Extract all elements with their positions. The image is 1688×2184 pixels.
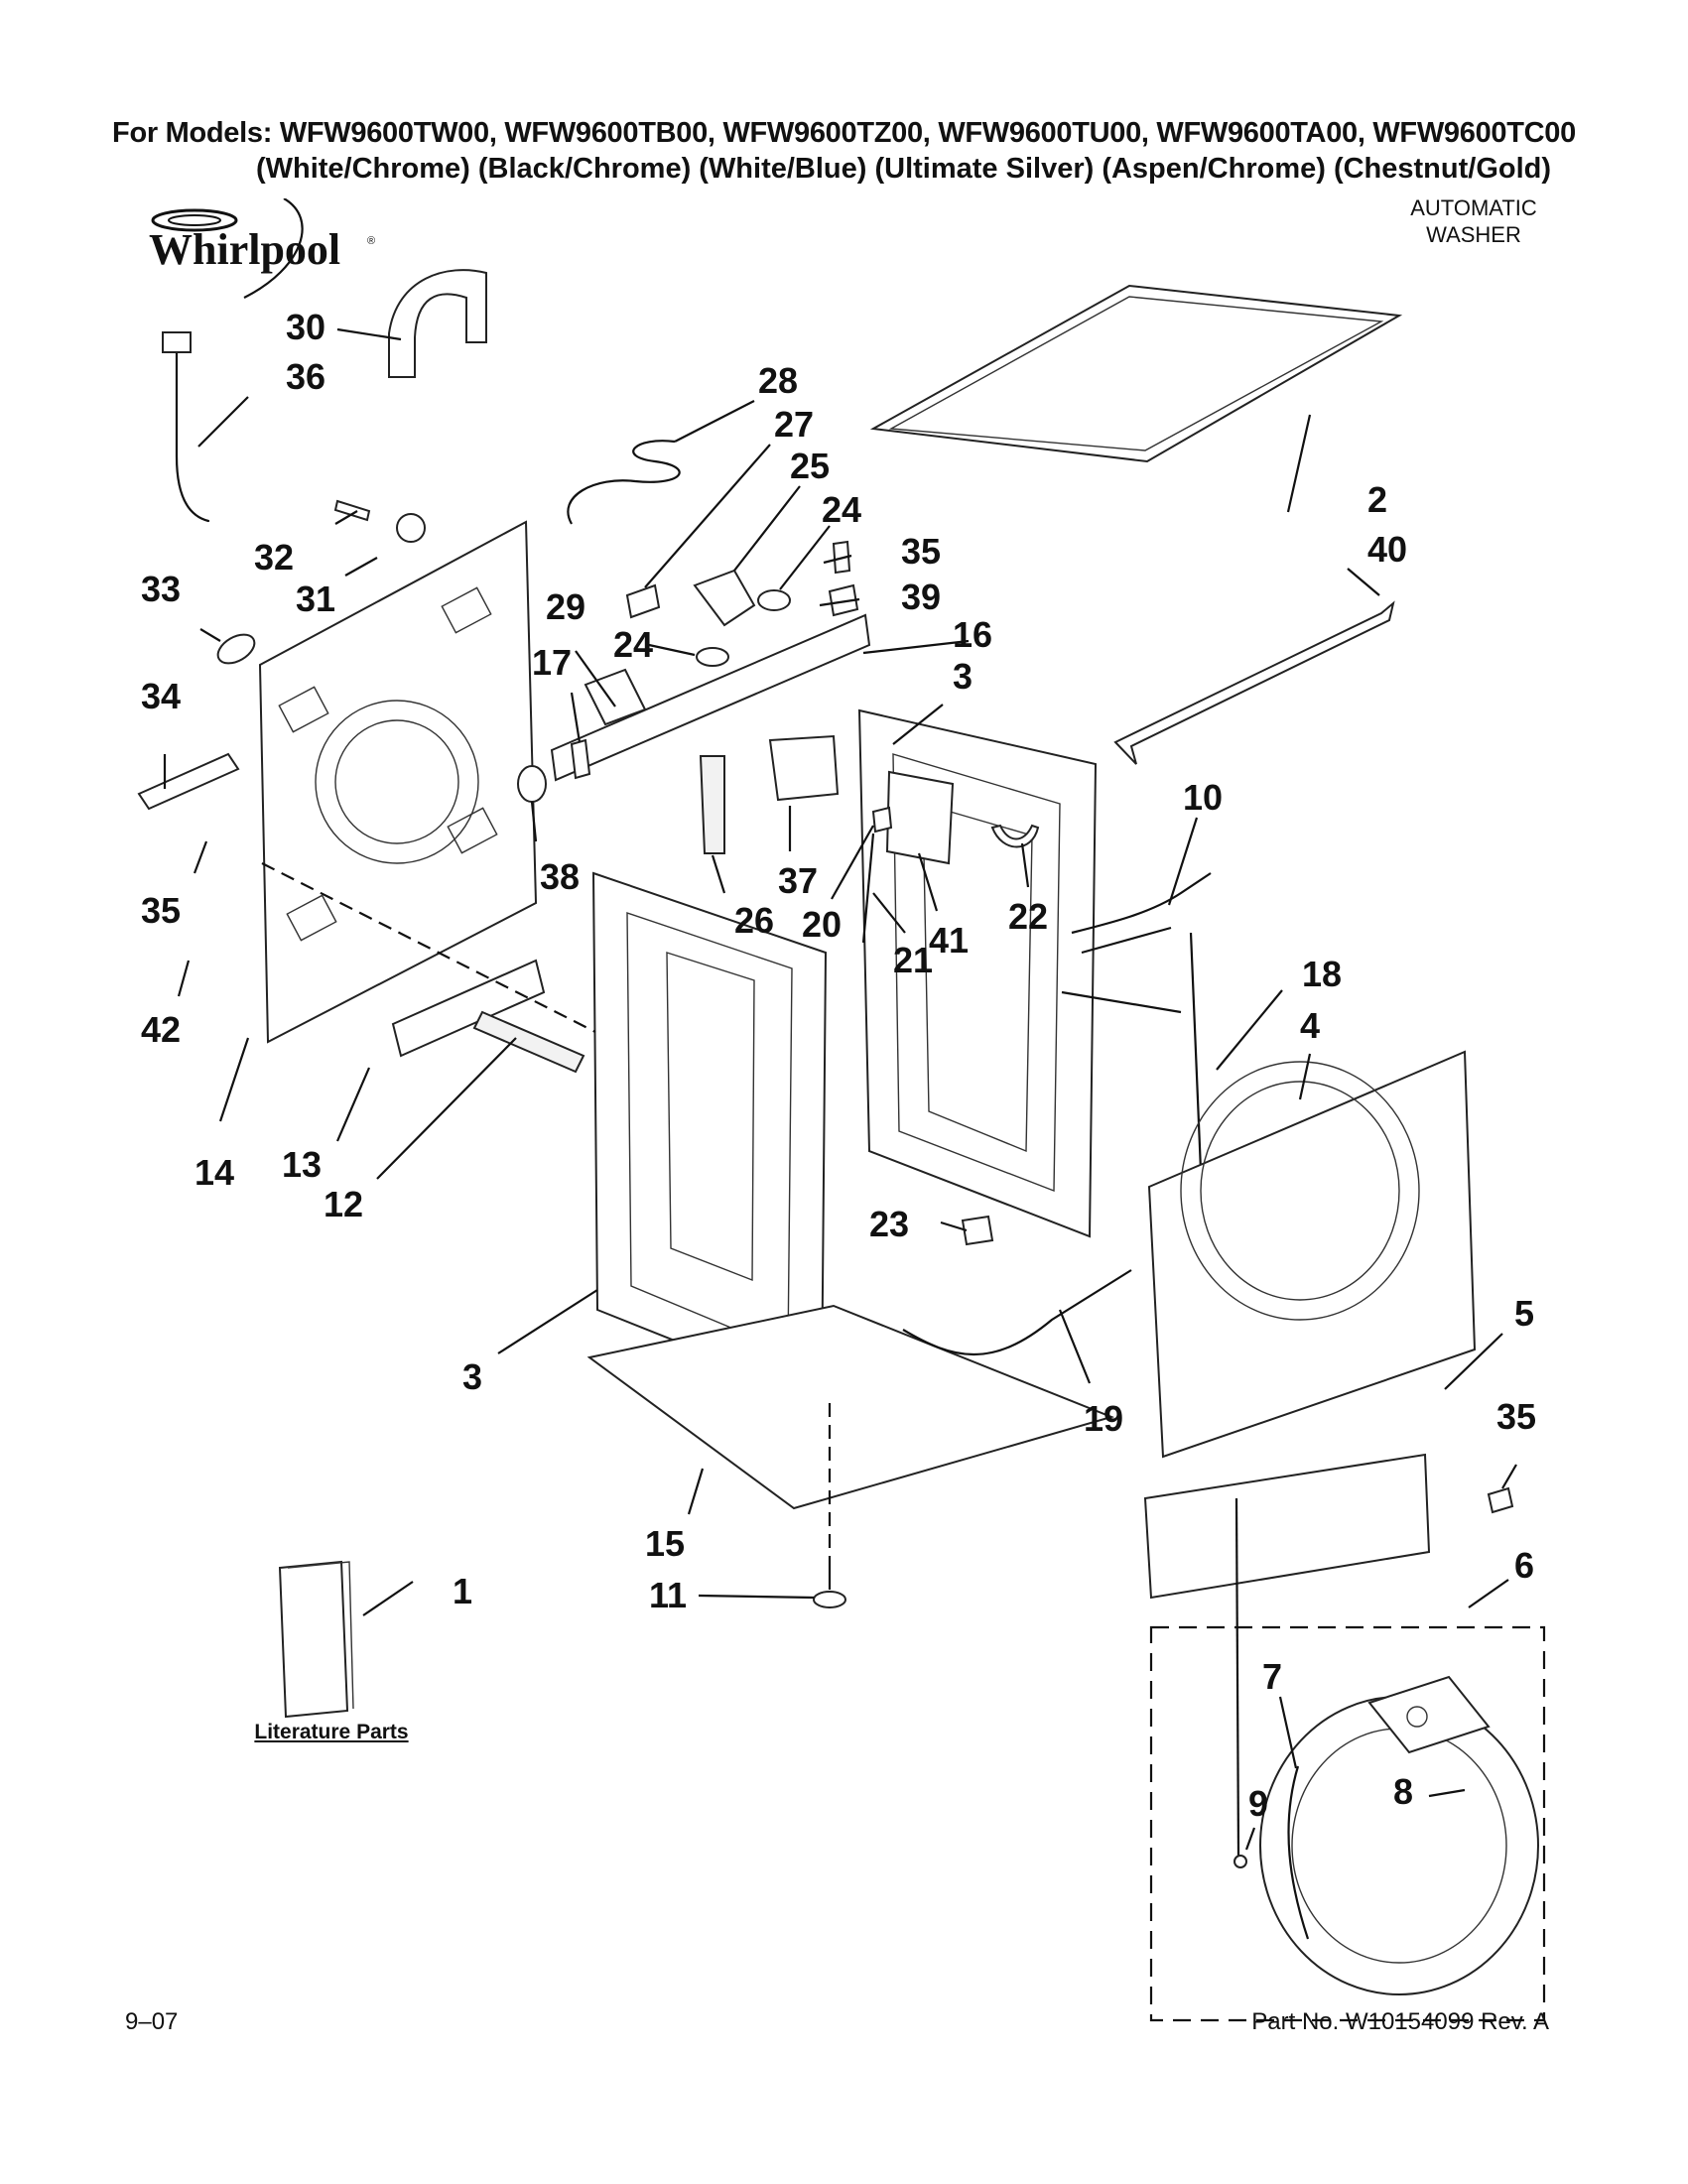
- callout-28: 28: [758, 360, 798, 401]
- callout-1: 1: [453, 1571, 472, 1611]
- callout-17: 17: [532, 642, 572, 683]
- callout-40: 40: [1367, 529, 1407, 570]
- part-12-heater: [472, 1010, 585, 1074]
- product-line2: WASHER: [1426, 222, 1521, 247]
- callout-21: 21: [893, 940, 933, 980]
- colors-header: (White/Chrome) (Black/Chrome) (White/Blu…: [255, 153, 1552, 185]
- callout-29: 29: [546, 586, 585, 627]
- callout-22: 22: [1008, 896, 1048, 937]
- part-24-clamp-lower: [696, 647, 729, 667]
- part-6-bellow-group: [1149, 1625, 1546, 2022]
- callout-15: 15: [645, 1523, 685, 1564]
- callout-26: 26: [734, 900, 774, 941]
- callout-13: 13: [282, 1144, 322, 1185]
- literature-parts-label: Literature Parts: [254, 1721, 409, 1743]
- callout-34: 34: [141, 676, 181, 716]
- callout-numbers: 1 2 3 3 4 5 6 7 8 9 10 11 12 13 14 15 16…: [141, 307, 1536, 1824]
- callout-35-left: 35: [141, 890, 181, 931]
- callout-35-top: 35: [901, 531, 941, 572]
- part-34-clip: [137, 752, 240, 811]
- callout-10: 10: [1183, 777, 1223, 818]
- part-32-screw: [333, 499, 371, 522]
- part-39-clip: [828, 583, 859, 617]
- callout-7: 7: [1262, 1656, 1282, 1697]
- callout-39: 39: [901, 577, 941, 617]
- revision-date: 9–07: [125, 2008, 179, 2035]
- part-13-base-strip: [391, 959, 546, 1058]
- callout-4: 4: [1300, 1005, 1320, 1046]
- callout-16: 16: [953, 614, 992, 655]
- part-30-hose-bracket: [388, 269, 487, 378]
- product-line1: AUTOMATIC: [1410, 195, 1537, 220]
- part-28-power-cord: [567, 440, 681, 525]
- callout-25: 25: [790, 446, 830, 486]
- part-36-hose-fitting: [162, 331, 192, 353]
- part-24-clamp-upper: [757, 589, 791, 611]
- callout-27: 27: [774, 404, 814, 445]
- whirlpool-logo: Whirlpool ®: [149, 198, 375, 299]
- part-29-bracket: [584, 668, 647, 726]
- callout-2: 2: [1367, 479, 1387, 520]
- part-17-screw: [570, 738, 591, 780]
- callout-30: 30: [286, 307, 325, 347]
- callout-24-upper: 24: [822, 489, 861, 530]
- callout-3-right: 3: [953, 656, 973, 697]
- part-14-rear-panel: [258, 520, 538, 1044]
- part-16-top-rail: [550, 613, 871, 782]
- part-37-valve: [768, 734, 840, 802]
- part-36-drain-hose: [175, 335, 210, 523]
- product-type: AUTOMATIC WASHER: [1379, 194, 1568, 248]
- callout-11: 11: [649, 1575, 687, 1615]
- leader-lines: [163, 327, 1517, 1851]
- callout-3-left: 3: [462, 1356, 482, 1397]
- part-41-control-board: [885, 770, 955, 865]
- part-4-front-panel: [1147, 1050, 1477, 1459]
- callout-36: 36: [286, 356, 325, 397]
- callout-38: 38: [540, 856, 580, 897]
- part-35-screw-front: [1487, 1486, 1514, 1514]
- callout-18: 18: [1302, 954, 1342, 994]
- part-33-grommet: [216, 633, 256, 665]
- part-9-clamp-spring: [1234, 1855, 1247, 1868]
- part-19-harness: [902, 1269, 1132, 1356]
- callout-35-front: 35: [1496, 1396, 1536, 1437]
- part-26-fill-hose: [699, 755, 725, 854]
- callout-41: 41: [929, 920, 969, 961]
- logo-trademark: ®: [367, 235, 375, 247]
- part-40-brace: [1113, 600, 1395, 765]
- callout-23: 23: [869, 1204, 909, 1244]
- callout-14: 14: [195, 1152, 234, 1193]
- callout-31: 31: [296, 578, 335, 619]
- callout-24-lower: 24: [613, 624, 653, 665]
- part-23-clip: [961, 1215, 994, 1246]
- part-21-harness: [861, 833, 875, 944]
- callout-9: 9: [1248, 1783, 1268, 1824]
- part-2-top-frame: [869, 284, 1403, 463]
- logo-wordmark: Whirlpool: [149, 225, 340, 274]
- callout-20: 20: [802, 904, 842, 945]
- part-15-base-pan: [586, 1304, 1115, 1510]
- part-38-pressure-switch: [517, 765, 547, 803]
- part-27-strain-relief: [625, 583, 661, 619]
- models-header: For Models: WFW9600TW00, WFW9600TB00, WF…: [112, 117, 1576, 149]
- callout-19: 19: [1084, 1398, 1123, 1439]
- callout-5: 5: [1514, 1293, 1534, 1334]
- callout-42: 42: [141, 1009, 181, 1050]
- part-25-elbow: [693, 569, 756, 627]
- callout-6: 6: [1514, 1545, 1534, 1586]
- callout-37: 37: [778, 860, 818, 901]
- callout-33: 33: [141, 569, 181, 609]
- part-31-clamp: [396, 513, 426, 543]
- callout-32: 32: [254, 537, 294, 578]
- part-1-literature: [278, 1560, 349, 1719]
- part-11-leveling-foot: [813, 1556, 846, 1608]
- part-10-wire-harness: [1061, 872, 1212, 1172]
- part-number: Part No. W10154099 Rev. A: [1251, 2008, 1549, 2035]
- callout-12: 12: [324, 1184, 363, 1224]
- part-5-toe-panel: [1143, 1453, 1431, 1600]
- part-22-clip: [990, 824, 1040, 848]
- callout-8: 8: [1393, 1771, 1413, 1812]
- part-20-connector: [871, 806, 893, 834]
